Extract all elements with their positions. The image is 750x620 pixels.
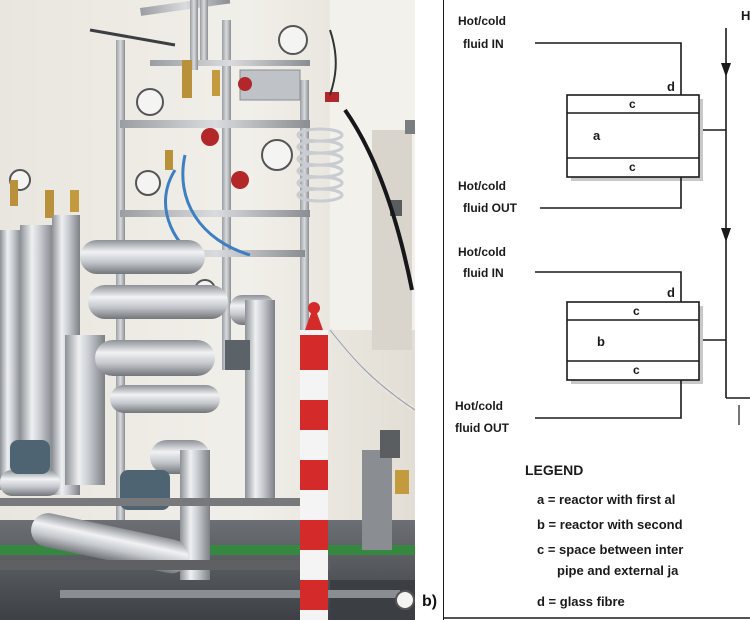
outlet-pipe-a — [540, 177, 682, 209]
legend-item: b = reactor with second — [537, 517, 683, 532]
marker-c: c — [633, 304, 640, 318]
outlet-label-b: fluid OUT — [455, 421, 510, 435]
inlet-label-b: Hot/cold — [458, 245, 506, 259]
marker-b: b — [597, 334, 605, 349]
schematic-svg: H c c a Hot/cold fluid IN d Hot/cold flu… — [443, 0, 750, 620]
outlet-pipe-b — [535, 380, 682, 419]
inlet-pipe-b — [535, 271, 682, 302]
inlet-label-b: fluid IN — [463, 266, 504, 280]
pilot-plant-photo — [0, 0, 415, 620]
top-right-label: H — [741, 8, 750, 23]
marker-d: d — [667, 285, 675, 300]
panel-label-b: b) — [422, 593, 438, 610]
legend-title: LEGEND — [525, 462, 583, 478]
inlet-label-a: fluid IN — [463, 37, 504, 51]
legend-item: d = glass fibre — [537, 594, 625, 609]
marker-c: c — [633, 363, 640, 377]
reactor-b: c c b — [566, 301, 703, 384]
marker-a: a — [593, 128, 601, 143]
reactor-schematic: H c c a Hot/cold fluid IN d Hot/cold flu… — [443, 0, 750, 620]
marker-c: c — [629, 160, 636, 174]
legend-item: a = reactor with first al — [537, 492, 675, 507]
marker-d: d — [667, 79, 675, 94]
flow-arrow-icon — [721, 63, 731, 77]
legend-item: pipe and external ja — [557, 563, 679, 578]
marker-c: c — [629, 97, 636, 111]
legend: LEGEND a = reactor with first al b = rea… — [525, 462, 683, 609]
reactor-a: c c a — [566, 94, 703, 181]
outlet-label-a: Hot/cold — [458, 179, 506, 193]
inlet-pipe-a — [535, 42, 682, 95]
inlet-label-a: Hot/cold — [458, 14, 506, 28]
safety-pole — [300, 302, 328, 620]
flow-arrow-icon — [721, 228, 731, 242]
outlet-label-a: fluid OUT — [463, 201, 518, 215]
photo-illustration — [0, 0, 415, 620]
legend-item: c = space between inter — [537, 542, 683, 557]
outlet-label-b: Hot/cold — [455, 399, 503, 413]
